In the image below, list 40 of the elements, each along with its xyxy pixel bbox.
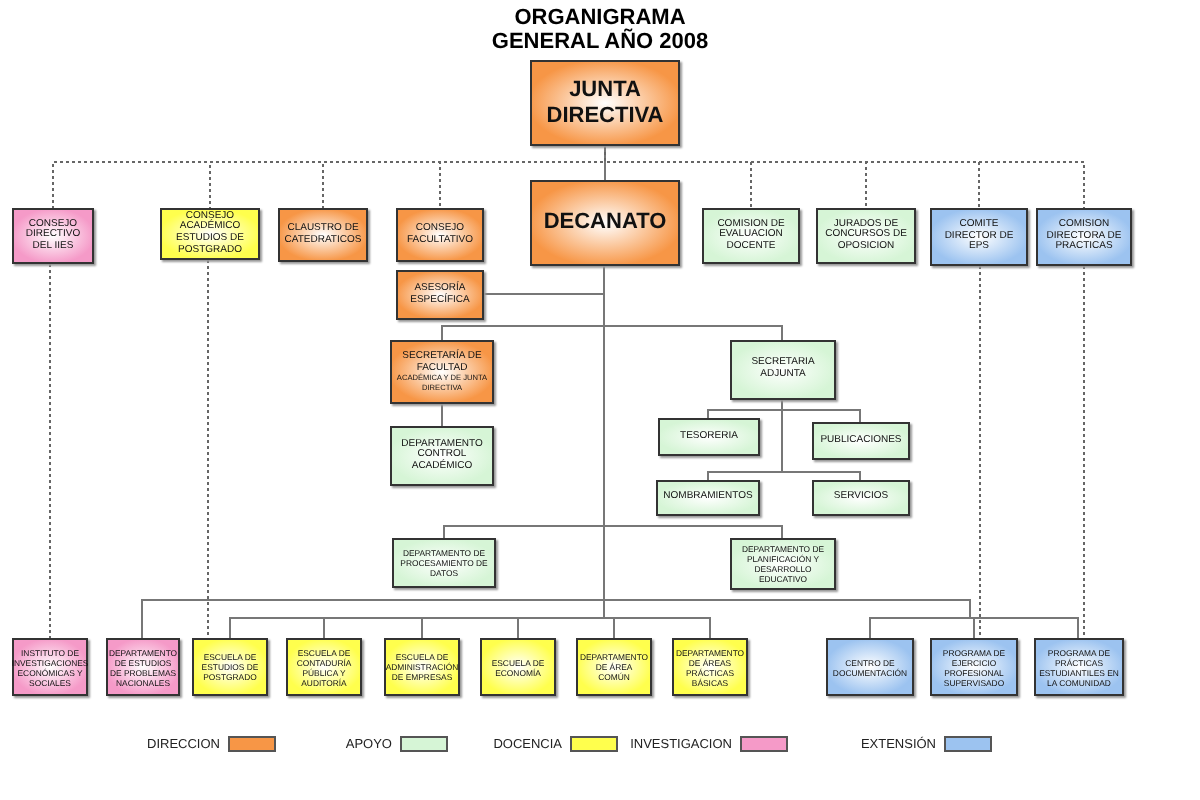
- leadership-box: [530, 180, 680, 266]
- unit-box: [278, 208, 368, 262]
- unit-box: [390, 340, 494, 404]
- connector-line: [441, 403, 443, 427]
- unit-box: [390, 426, 494, 486]
- unit-box: [930, 208, 1028, 266]
- dashed-connector: [207, 259, 209, 639]
- unit-box: [576, 638, 652, 696]
- unit-box: [392, 538, 496, 588]
- connector-line: [781, 399, 861, 481]
- unit-box: [812, 422, 910, 460]
- unit-box: [812, 480, 910, 516]
- unit-box: [1036, 208, 1132, 266]
- dashed-connector: [49, 263, 51, 639]
- dashed-connector: [979, 265, 981, 639]
- unit-box: [12, 208, 94, 264]
- unit-box: [396, 208, 484, 262]
- connector-line: [604, 145, 606, 181]
- unit-box: [930, 638, 1018, 696]
- unit-box: [106, 638, 180, 696]
- unit-box: [702, 208, 800, 264]
- unit-box: [730, 538, 836, 590]
- unit-box: [672, 638, 748, 696]
- unit-box: [656, 480, 760, 516]
- unit-box: [480, 638, 556, 696]
- unit-box: [816, 208, 916, 264]
- unit-name: DECANATO: [543, 210, 667, 236]
- unit-box: [384, 638, 460, 696]
- leadership-box: [530, 60, 680, 146]
- unit-box: [160, 208, 260, 260]
- unit-box: [286, 638, 362, 696]
- unit-box: [192, 638, 268, 696]
- unit-box: [396, 270, 484, 320]
- unit-box: [658, 418, 760, 456]
- unit-box: [730, 340, 836, 400]
- dashed-connector: [1083, 265, 1085, 639]
- unit-box: [826, 638, 914, 696]
- chart-title: ORGANIGRAMA GENERAL AÑO 2008: [489, 4, 711, 54]
- unit-box: [1034, 638, 1124, 696]
- unit-name: JUNTA DIRECTIVA: [544, 77, 666, 129]
